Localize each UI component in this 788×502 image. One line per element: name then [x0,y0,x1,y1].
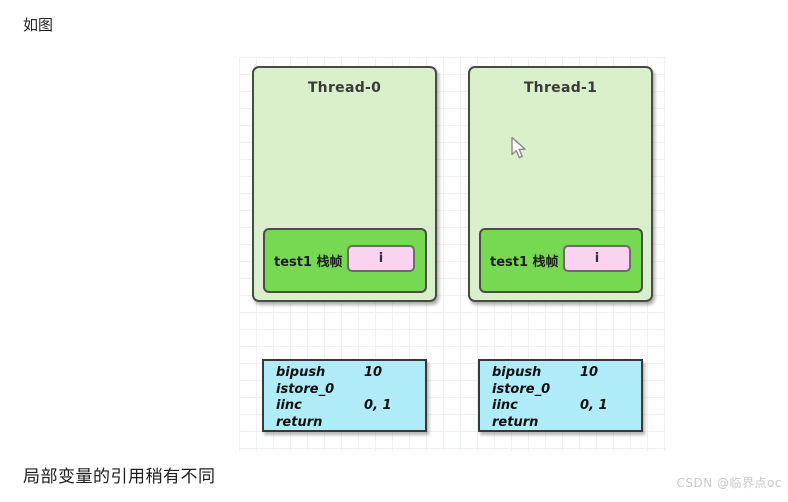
bytecode-instruction: istore_0 [492,381,551,397]
thread-0-title: Thread-0 [307,80,382,96]
bytecode-operand: 0, 1 [580,398,608,413]
local-variable-i-box: i [563,245,631,272]
stack-frame-label: test1 栈帧 [490,255,559,270]
thread-1-title: Thread-1 [523,80,598,96]
bytecode-line: iinc 0, 1 [492,398,641,415]
bytecode-operand: 10 [364,365,383,380]
thread-1-stack-frame: test1 栈帧 i [479,228,643,293]
top-caption: 如图 [23,16,54,34]
bytecode-line: return [492,415,641,432]
arrow-pointer-icon [510,136,529,165]
bytecode-line: return [276,415,425,432]
bytecode-instruction: return [492,414,539,430]
thread-0-box: Thread-0 test1 栈帧 i [252,66,437,302]
bottom-caption: 局部变量的引用稍有不同 [23,467,216,487]
bytecode-operand: 0, 1 [364,398,392,413]
bytecode-box-thread-0: bipush 10 istore_0 iinc 0, 1 return [262,359,427,432]
bytecode-operand: 10 [580,365,599,380]
bytecode-line: istore_0 [276,382,425,399]
watermark: CSDN @临界点oc [676,476,782,490]
bytecode-box-thread-1: bipush 10 istore_0 iinc 0, 1 return [478,359,643,432]
bytecode-instruction: iinc [492,398,518,413]
thread-0-stack-frame: test1 栈帧 i [263,228,427,293]
bytecode-instruction: return [276,414,323,430]
bytecode-instruction: bipush [492,365,542,380]
thread-1-box: Thread-1 test1 栈帧 i [468,66,653,302]
bytecode-line: bipush 10 [492,365,641,382]
bytecode-line: istore_0 [492,382,641,399]
bytecode-line: bipush 10 [276,365,425,382]
bytecode-instruction: bipush [276,365,326,380]
bytecode-instruction: istore_0 [276,381,335,397]
bytecode-line: iinc 0, 1 [276,398,425,415]
stack-frame-label: test1 栈帧 [274,255,343,270]
bytecode-instruction: iinc [276,398,302,413]
local-variable-i-box: i [347,245,415,272]
